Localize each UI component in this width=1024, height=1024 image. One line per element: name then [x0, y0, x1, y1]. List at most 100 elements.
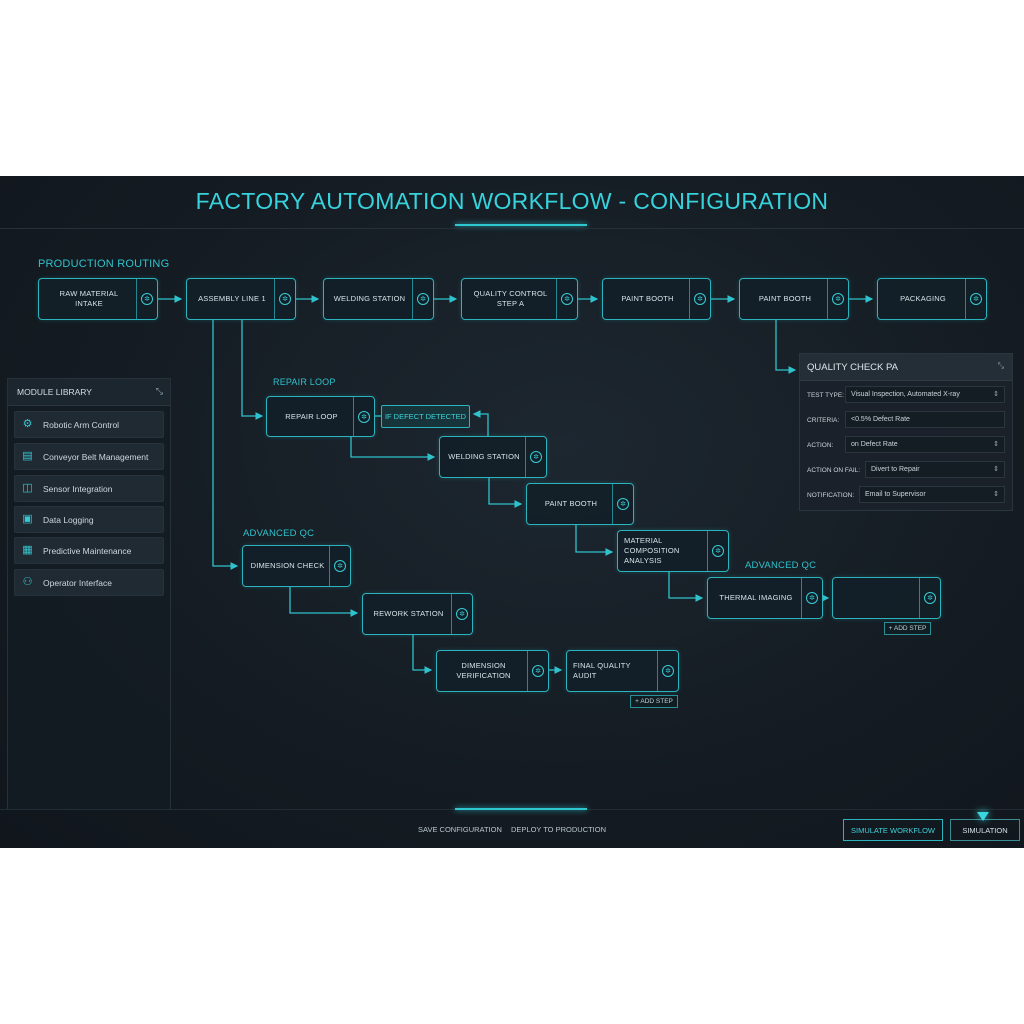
settings-icon[interactable]: ✲ — [970, 293, 982, 305]
library-item-predictive[interactable]: ▦ Predictive Maintenance — [14, 537, 164, 564]
simulate-workflow-button[interactable]: SIMULATE WORKFLOW — [843, 819, 943, 841]
node-material-analysis[interactable]: MATERIAL COMPOSITION ANALYSIS ✲ — [617, 530, 729, 572]
dropdown-icon: ⇕ — [993, 441, 999, 448]
node-divider — [707, 531, 708, 571]
library-item-label: Operator Interface — [43, 577, 112, 588]
section-label-production-routing: PRODUCTION ROUTING — [38, 258, 170, 270]
quality-check-panel: QUALITY CHECK PA ⤡ TEST TYPE: Visual Ins… — [799, 353, 1013, 511]
field-label-notification: NOTIFICATION: — [807, 492, 855, 499]
node-divider — [965, 279, 966, 319]
field-value: Visual Inspection, Automated X-ray — [851, 391, 960, 398]
test-type-select[interactable]: Visual Inspection, Automated X-ray ⇕ — [845, 386, 1005, 403]
conveyor-icon: ▤ — [22, 450, 33, 462]
dropdown-icon: ⇕ — [993, 466, 999, 473]
field-value: <0.5% Defect Rate — [851, 416, 910, 423]
condition-tag[interactable]: IF DEFECT DETECTED — [381, 405, 470, 428]
action-on-fail-select[interactable]: Divert to Repair ⇕ — [865, 461, 1005, 478]
library-item-label: Data Logging — [43, 514, 94, 525]
settings-icon[interactable]: ✲ — [712, 545, 724, 557]
node-divider — [525, 437, 526, 477]
field-label-criteria: CRITERIA: — [807, 417, 840, 424]
node-assembly-line[interactable]: ASSEMBLY LINE 1 ✲ — [186, 278, 296, 320]
library-item-label: Conveyor Belt Management — [43, 451, 149, 462]
field-label-action-on-fail: ACTION ON FAIL: — [807, 467, 861, 474]
node-label: WELDING STATION — [333, 294, 406, 304]
collapse-icon[interactable]: ⤡ — [155, 386, 163, 396]
node-label: REWORK STATION — [373, 609, 444, 619]
node-divider — [919, 578, 920, 618]
node-label: DIMENSION VERIFICATION — [456, 661, 511, 680]
node-label: QUALITY CONTROL STEP A — [473, 289, 548, 308]
settings-icon[interactable]: ✲ — [561, 293, 573, 305]
settings-icon[interactable]: ✲ — [279, 293, 291, 305]
add-step-button[interactable]: + ADD STEP — [884, 622, 931, 635]
settings-icon[interactable]: ✲ — [532, 665, 544, 677]
module-library-title: MODULE LIBRARY — [17, 387, 92, 397]
notification-select[interactable]: Email to Supervisor ⇕ — [859, 486, 1005, 503]
save-configuration-button[interactable]: SAVE CONFIGURATION — [418, 825, 502, 834]
node-welding-station[interactable]: WELDING STATION ✲ — [323, 278, 434, 320]
node-dimension-check[interactable]: DIMENSION CHECK ✲ — [242, 545, 351, 587]
workflow-app: FACTORY AUTOMATION WORKFLOW - CONFIGURAT… — [0, 176, 1024, 848]
node-paint-booth-2[interactable]: PAINT BOOTH ✲ — [739, 278, 849, 320]
settings-icon[interactable]: ✲ — [662, 665, 674, 677]
node-repair-paint-booth[interactable]: PAINT BOOTH ✲ — [526, 483, 634, 525]
settings-icon[interactable]: ✲ — [924, 592, 936, 604]
node-divider — [329, 546, 330, 586]
settings-icon[interactable]: ✲ — [806, 592, 818, 604]
node-repair-welding-station[interactable]: WELDING STATION ✲ — [439, 436, 547, 478]
settings-icon[interactable]: ✲ — [358, 410, 370, 423]
node-divider — [353, 397, 354, 436]
node-thermal-imaging[interactable]: THERMAL IMAGING ✲ — [707, 577, 823, 619]
sensor-icon: ◫ — [22, 482, 33, 494]
dropdown-icon: ⇕ — [993, 391, 999, 398]
node-raw-material-intake[interactable]: RAW MATERIAL INTAKE ✲ — [38, 278, 158, 320]
node-empty-slot[interactable]: ✲ — [832, 577, 941, 619]
module-library-panel: MODULE LIBRARY ⤡ ⚙ Robotic Arm Control ▤… — [7, 378, 171, 810]
library-item-robotic-arm[interactable]: ⚙ Robotic Arm Control — [14, 411, 164, 438]
library-item-label: Predictive Maintenance — [43, 545, 132, 556]
settings-icon[interactable]: ✲ — [530, 451, 542, 463]
node-divider — [657, 651, 658, 691]
library-item-sensor[interactable]: ◫ Sensor Integration — [14, 475, 164, 502]
node-packaging[interactable]: PACKAGING ✲ — [877, 278, 987, 320]
action-select[interactable]: on Defect Rate ⇕ — [845, 436, 1005, 453]
node-divider — [801, 578, 802, 618]
node-label: PAINT BOOTH — [758, 294, 812, 304]
library-item-data-logging[interactable]: ▣ Data Logging — [14, 506, 164, 533]
field-label-action: ACTION: — [807, 442, 834, 449]
node-divider — [556, 279, 557, 319]
node-label: REPAIR LOOP — [285, 411, 338, 421]
section-label-repair-loop: REPAIR LOOP — [273, 377, 336, 387]
settings-icon[interactable]: ✲ — [694, 293, 706, 305]
node-divider — [689, 279, 690, 319]
connection-wires — [158, 295, 874, 674]
node-repair-loop[interactable]: REPAIR LOOP ✲ — [266, 396, 375, 437]
settings-icon[interactable]: ✲ — [417, 293, 429, 305]
node-label: ASSEMBLY LINE 1 — [198, 294, 266, 304]
deploy-to-production-button[interactable]: DEPLOY TO PRODUCTION — [511, 825, 607, 834]
field-value: Divert to Repair — [871, 466, 920, 473]
collapse-icon[interactable]: ⤡ — [997, 361, 1004, 370]
node-paint-booth-1[interactable]: PAINT BOOTH ✲ — [602, 278, 711, 320]
page-title: FACTORY AUTOMATION WORKFLOW - CONFIGURAT… — [195, 188, 829, 214]
library-item-operator[interactable]: ⚇ Operator Interface — [14, 569, 164, 596]
node-rework-station[interactable]: REWORK STATION ✲ — [362, 593, 473, 635]
node-divider — [527, 651, 528, 691]
node-divider — [136, 279, 137, 319]
node-label: FINAL QUALITY AUDIT — [573, 661, 631, 680]
node-divider — [612, 484, 613, 524]
settings-icon[interactable]: ✲ — [456, 608, 468, 620]
settings-icon[interactable]: ✲ — [832, 293, 844, 305]
library-item-conveyor[interactable]: ▤ Conveyor Belt Management — [14, 443, 164, 470]
add-step-button[interactable]: + ADD STEP — [630, 695, 678, 708]
settings-icon[interactable]: ✲ — [141, 293, 153, 305]
node-quality-control-step-a[interactable]: QUALITY CONTROL STEP A ✲ — [461, 278, 578, 320]
criteria-input[interactable]: <0.5% Defect Rate — [845, 411, 1005, 428]
node-final-quality-audit[interactable]: FINAL QUALITY AUDIT ✲ — [566, 650, 679, 692]
settings-icon[interactable]: ✲ — [334, 560, 346, 572]
simulation-button[interactable]: SIMULATION — [950, 819, 1020, 841]
settings-icon[interactable]: ✲ — [617, 498, 629, 510]
node-divider — [451, 594, 452, 634]
node-dimension-verification[interactable]: DIMENSION VERIFICATION ✲ — [436, 650, 549, 692]
